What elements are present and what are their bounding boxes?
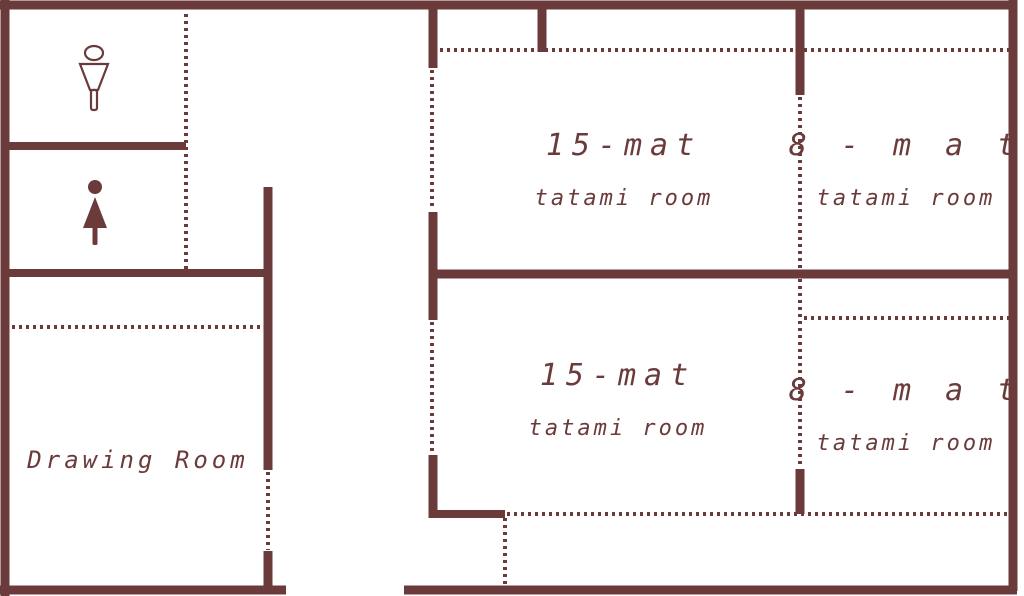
room-size-lower-left: 15-mat [539, 358, 697, 393]
room-type-upper-right: tatami room [816, 186, 996, 211]
room-size-lower-right: 8 - m a t [788, 373, 1024, 408]
drawing-room-label: Drawing Room [27, 446, 249, 474]
room-size-upper-left: 15-mat [545, 128, 703, 163]
female-restroom-solid-icon [83, 180, 107, 245]
room-type-upper-left: tatami room [534, 186, 714, 211]
room-type-lower-right: tatami room [816, 431, 996, 456]
room-size-upper-right: 8 - m a t [788, 128, 1024, 163]
room-type-lower-left: tatami room [528, 416, 708, 441]
female-restroom-outline-icon [78, 44, 110, 112]
dotted-partitions [12, 14, 1010, 584]
